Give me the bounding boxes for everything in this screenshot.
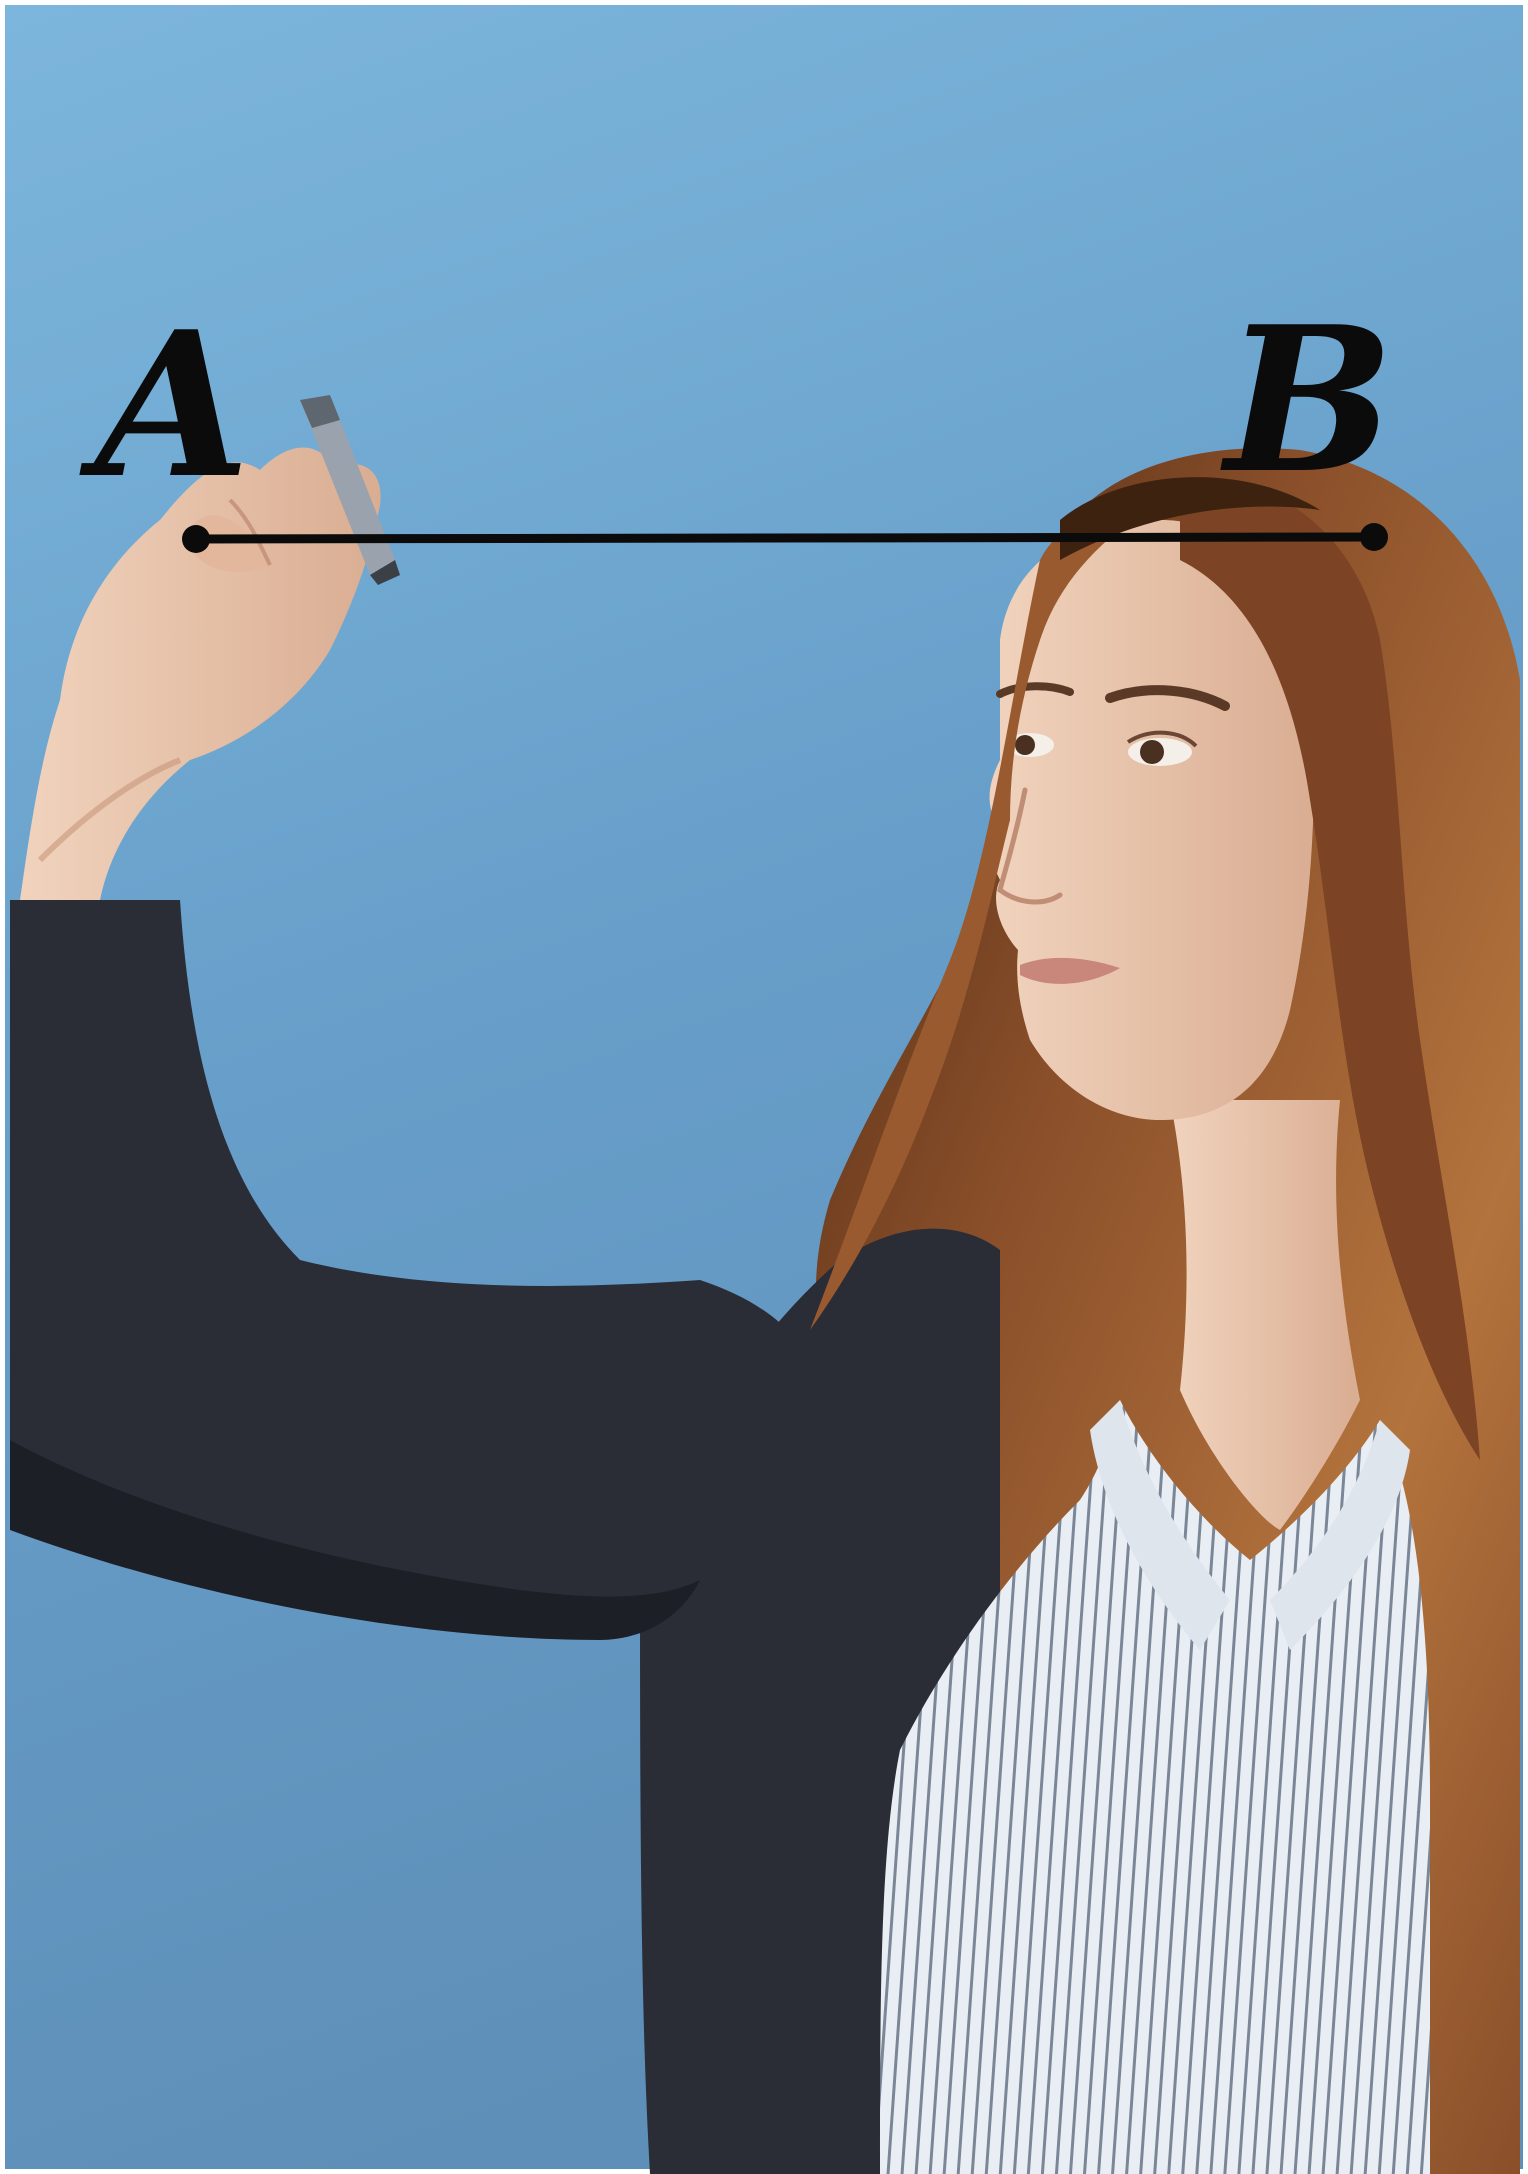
jacket-sleeve-shadow bbox=[10, 1440, 700, 1640]
finger-fold bbox=[228, 498, 272, 566]
lips bbox=[1020, 957, 1120, 984]
hair-front-left bbox=[810, 500, 1160, 1330]
marker-pen-icon bbox=[300, 395, 400, 585]
iris-right bbox=[1140, 740, 1164, 764]
hair-front-right bbox=[1180, 479, 1480, 1460]
eyebrow-left bbox=[996, 682, 1074, 698]
wrist-shading bbox=[37, 757, 182, 863]
endpoint-b bbox=[1360, 523, 1388, 551]
eyelid-right bbox=[1126, 730, 1198, 748]
shirt-collar-right bbox=[1270, 1420, 1410, 1650]
label-b: B bbox=[1220, 283, 1394, 518]
label-a: A bbox=[79, 288, 250, 523]
thumb bbox=[189, 515, 270, 572]
endpoint-a bbox=[182, 525, 210, 553]
segment-ab bbox=[191, 532, 1379, 544]
eyebrow-right bbox=[1105, 685, 1230, 711]
jacket-sleeve-raised bbox=[10, 900, 820, 1600]
nose bbox=[997, 787, 1063, 905]
neck bbox=[1170, 1100, 1360, 1530]
hand bbox=[20, 447, 381, 900]
iris-left bbox=[1015, 735, 1035, 755]
hair-part bbox=[1060, 477, 1320, 560]
shirt-collar-left bbox=[1090, 1400, 1230, 1650]
